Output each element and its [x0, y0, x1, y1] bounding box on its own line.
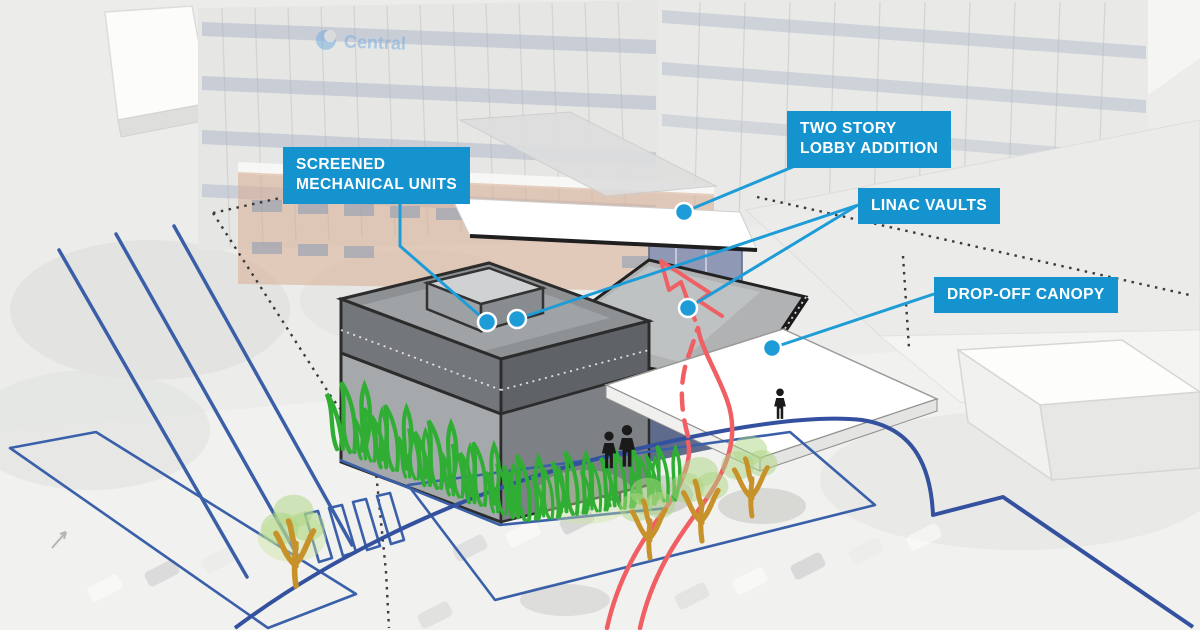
callout-drop-off-canopy: DROP-OFF CANOPY [934, 277, 1118, 314]
leader-two-story-lobby-addition [683, 164, 796, 214]
central-sign-text: Central [344, 31, 407, 53]
callout-linac-vaults: LINAC VAULTS [858, 188, 1001, 225]
callout-text: TWO STORY [800, 120, 897, 137]
dot-linac-vault-east [677, 297, 699, 319]
drop-off-canopy-slab [603, 328, 940, 472]
callout-dots [476, 201, 783, 359]
dot-screened-mechanical-units [476, 311, 498, 333]
callout-text: LINAC VAULTS [871, 197, 988, 214]
parking-stripes [57, 224, 354, 579]
callout-leaders [398, 164, 935, 350]
central-logo: Central [316, 29, 407, 54]
leader-drop-off-canopy [771, 292, 935, 350]
dot-two-story-lobby-addition [673, 201, 695, 223]
callout-two-story-lobby-addition: TWO STORY LOBBY ADDITION [787, 111, 952, 168]
callout-text: MECHANICAL UNITS [296, 176, 458, 194]
callout-screened-mechanical-units: SCREENED MECHANICAL UNITS [283, 147, 471, 204]
background-building-southeast [955, 339, 1200, 482]
callout-text: LOBBY ADDITION [800, 140, 939, 158]
leader-linac-vaults-1 [687, 203, 859, 310]
leader-linac-vaults-2 [516, 203, 859, 321]
callout-text: SCREENED [296, 156, 386, 173]
future-building-dotted [756, 195, 1195, 349]
planting-bed-outlines [8, 430, 877, 630]
dot-drop-off-canopy [761, 337, 783, 359]
north-arrow-icon [51, 531, 67, 549]
road-line [233, 416, 1195, 630]
dot-linac-vault-west [506, 308, 528, 330]
background-building-west [104, 5, 214, 138]
callout-text: DROP-OFF CANOPY [947, 286, 1105, 303]
leader-screened-mechanical-units [398, 202, 488, 324]
